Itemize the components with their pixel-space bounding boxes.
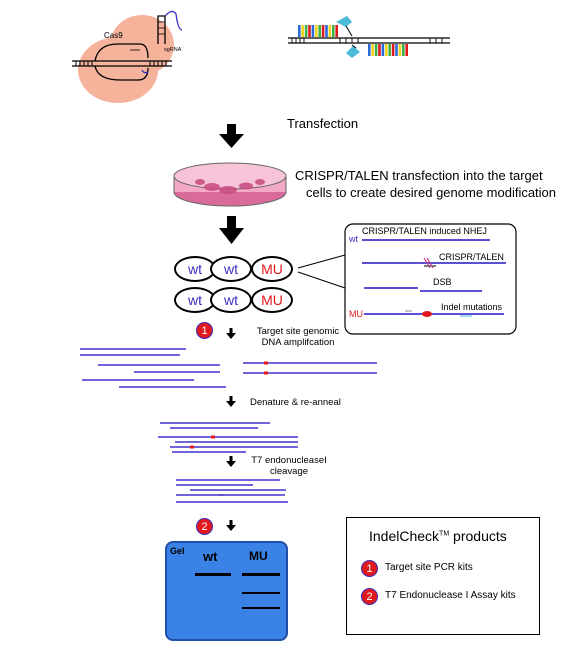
talen-repeat-block — [385, 44, 388, 56]
talen-repeat-block — [395, 44, 398, 56]
talen-repeat-block — [301, 25, 304, 37]
arrow-down-small-1 — [226, 328, 236, 339]
talen-repeat-block — [298, 25, 301, 37]
talen-repeat-block — [335, 25, 338, 37]
talen-repeat-block — [381, 44, 385, 56]
talen-repeat-block — [315, 25, 318, 37]
callout-title: CRISPR/TALEN induced NHEJ — [362, 226, 487, 236]
gel-band-mu-cleaved-1 — [242, 592, 280, 594]
callout-mu-label: MU — [349, 309, 363, 319]
cell-wt: wt — [210, 287, 252, 313]
arrow-down-small-4 — [226, 520, 236, 531]
talen-repeat-block — [388, 44, 391, 56]
step-t7: T7 endonucleaseI cleavage — [248, 455, 330, 477]
cell-mu: MU — [251, 256, 293, 282]
products-title-main: IndelCheck — [369, 528, 440, 544]
talen-repeat-block — [321, 25, 325, 37]
talen-repeat-block — [374, 44, 378, 56]
callout-wt-label: wt — [349, 234, 358, 244]
arrow-down-large-2 — [219, 216, 244, 244]
gel-band-wt — [195, 573, 231, 576]
talen-repeat-block — [332, 25, 335, 37]
products-title-rest: products — [449, 528, 507, 544]
t7-line2: cleavage — [269, 466, 309, 477]
talen-repeat-block — [391, 44, 395, 56]
talen-foki-bottom — [346, 46, 360, 58]
talen-repeat-block — [311, 25, 315, 37]
callout-indel: Indel mutations — [441, 302, 503, 312]
talen-repeat-block — [304, 25, 308, 37]
step-crispr-line2: cells to create desired genome modificat… — [306, 185, 557, 200]
amplification-line1: Target site genomic — [256, 326, 340, 337]
step-badge-2: 2 — [196, 518, 213, 535]
cas9-dna — [72, 43, 172, 81]
talen-repeats-bottom — [368, 44, 408, 56]
cell-mu: MU — [251, 287, 293, 313]
gel-mu-label: MU — [249, 549, 268, 563]
talen-repeat-block — [402, 44, 405, 56]
gel-band-mu-cleaved-2 — [242, 607, 280, 609]
gel-label: Gel — [170, 546, 185, 556]
callout-crispr-talen: CRISPR/TALEN — [439, 252, 504, 262]
sgrna-hairpin — [130, 10, 183, 74]
product-badge-1: 1 — [361, 560, 378, 577]
amplification-line2: DNA amplifcation — [261, 337, 335, 348]
talen-repeat-block — [328, 25, 332, 37]
arrow-down-small-2 — [226, 396, 236, 407]
talen-complex — [288, 16, 450, 58]
petri-dish — [173, 162, 287, 207]
talen-repeat-block — [325, 25, 328, 37]
talen-repeat-block — [368, 44, 371, 56]
products-box: IndelCheckTM products 1 Target site PCR … — [346, 517, 540, 635]
product-badge-2: 2 — [361, 588, 378, 605]
flow-arrows — [219, 124, 244, 531]
talen-repeat-block — [308, 25, 311, 37]
callout-dna — [362, 239, 506, 317]
cas9-label: Cas9 — [104, 31, 123, 40]
gel: Gel wt MU — [165, 541, 288, 641]
callout-box — [344, 223, 517, 335]
step-transfection: Transfection — [287, 116, 359, 131]
sgrna-label: sgRNA — [164, 47, 182, 53]
cas9-complex — [72, 10, 183, 103]
step-crispr-line1: CRISPR/TALEN transfection into the targe… — [295, 168, 543, 183]
gel-band-mu-uncut — [242, 573, 280, 576]
products-title: IndelCheckTM products — [369, 528, 507, 544]
talen-foki-top — [336, 16, 352, 27]
dna-fragments — [80, 348, 377, 503]
talen-repeats-top — [298, 25, 338, 37]
t7-line1: T7 endonucleaseI — [251, 455, 327, 466]
step-badge-1: 1 — [196, 322, 213, 339]
products-title-tm: TM — [439, 530, 450, 538]
callout-dsb: DSB — [433, 277, 452, 287]
gel-wt-label: wt — [203, 549, 218, 564]
product-item-1: Target site PCR kits — [385, 562, 473, 573]
arrow-down-small-3 — [226, 456, 236, 467]
talen-repeat-block — [371, 44, 374, 56]
cell-wt: wt — [210, 256, 252, 282]
product-item-2: T7 Endonuclease I Assay kits — [385, 590, 516, 601]
step-denature: Denature & re-anneal — [250, 397, 341, 408]
talen-repeat-block — [398, 44, 402, 56]
cell-wt: wt — [174, 287, 216, 313]
callout-pointer — [297, 254, 346, 289]
step-amplification: Target site genomic DNA amplifcation — [252, 326, 344, 348]
arrow-down-large-1 — [219, 124, 244, 148]
talen-repeat-block — [318, 25, 321, 37]
talen-repeat-block — [405, 44, 408, 56]
talen-repeat-block — [378, 44, 381, 56]
